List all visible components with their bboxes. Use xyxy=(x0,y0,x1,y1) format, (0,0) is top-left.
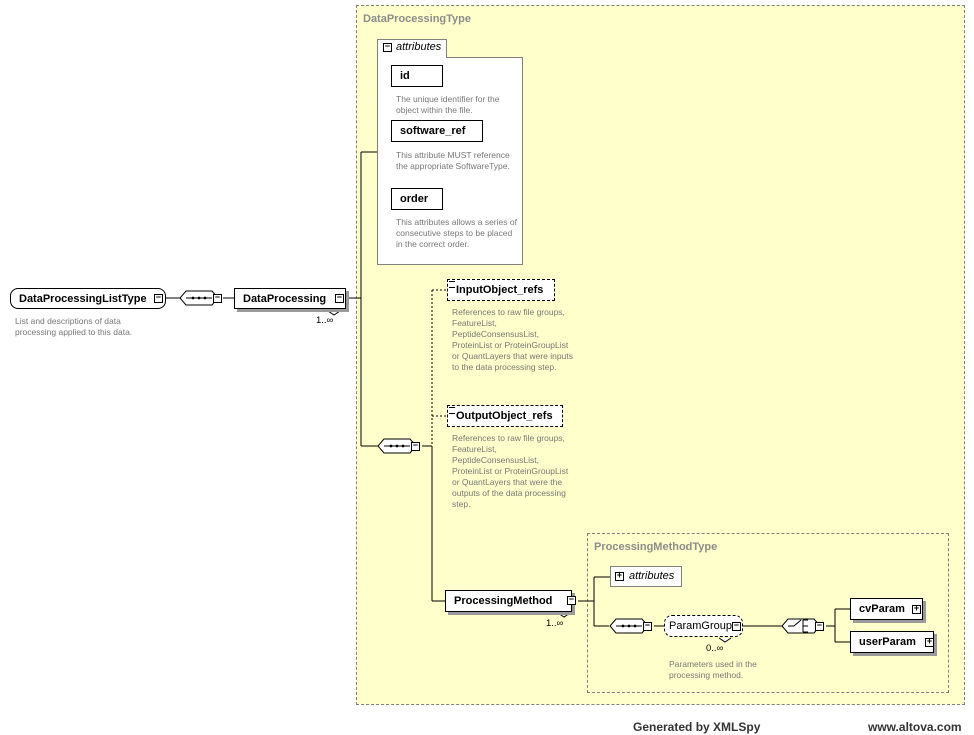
root-collapse-icon[interactable]: − xyxy=(154,293,163,303)
processing-method-element[interactable]: ProcessingMethod xyxy=(445,590,572,612)
param-group-node[interactable]: ParamGroup xyxy=(664,615,743,637)
data-processing-element[interactable]: DataProcessing xyxy=(234,288,346,309)
output-object-refs-description: References to raw file groups, FeatureLi… xyxy=(452,433,569,509)
processing-method-type-title: ProcessingMethodType xyxy=(594,541,718,553)
user-param-expand-icon[interactable]: + xyxy=(925,637,934,647)
attribute-id-description: The unique identifier for the object wit… xyxy=(396,94,500,115)
attribute-id[interactable]: id xyxy=(391,65,443,87)
param-group-description: Parameters used in the processing method… xyxy=(669,659,757,680)
output-object-refs-icon xyxy=(449,407,455,414)
attribute-software-ref-description: This attribute MUST reference the approp… xyxy=(396,150,510,171)
attribute-software-ref[interactable]: software_ref xyxy=(391,120,483,142)
attribute-order[interactable]: order xyxy=(391,188,443,210)
param-group-collapse-icon[interactable]: − xyxy=(732,621,741,631)
attributes-panel xyxy=(377,57,523,265)
sequence-collapse-icon-1[interactable]: − xyxy=(213,293,222,303)
data-processing-cardinality: 1..∞ xyxy=(316,315,334,326)
root-type-node[interactable]: DataProcessingListType xyxy=(10,288,166,309)
generator-label: Generated by XMLSpy xyxy=(633,720,761,734)
data-processing-type-title: DataProcessingType xyxy=(363,13,472,25)
input-object-refs-icon xyxy=(449,281,455,288)
sequence-collapse-icon-3[interactable]: − xyxy=(643,621,652,631)
collapse-icon[interactable]: − xyxy=(383,42,392,52)
processing-method-collapse-icon[interactable]: − xyxy=(567,595,576,605)
root-description: List and descriptions of data processing… xyxy=(15,316,133,337)
cv-param-expand-icon[interactable]: + xyxy=(912,604,921,614)
choice-collapse-icon[interactable]: − xyxy=(815,621,824,631)
inner-attributes-tab[interactable] xyxy=(610,566,682,587)
processing-method-cardinality: 1..∞ xyxy=(546,618,564,629)
user-param-element[interactable]: userParam xyxy=(850,631,934,653)
attributes-label: attributes xyxy=(396,41,442,53)
inner-attributes-label: attributes xyxy=(629,570,675,582)
sequence-collapse-icon-2[interactable]: − xyxy=(411,441,420,451)
attributes-tab[interactable] xyxy=(377,39,447,58)
param-group-cardinality: 0..∞ xyxy=(706,643,724,654)
input-object-refs-description: References to raw file groups, FeatureLi… xyxy=(452,307,573,372)
website-label[interactable]: www.altova.com xyxy=(868,720,962,734)
data-processing-collapse-icon[interactable]: − xyxy=(335,293,344,303)
attribute-order-description: This attributes allows a series of conse… xyxy=(396,217,517,249)
input-object-refs-element[interactable]: InputObject_refs xyxy=(447,279,555,301)
output-object-refs-element[interactable]: OutputObject_refs xyxy=(447,405,563,427)
cv-param-element[interactable]: cvParam xyxy=(850,598,923,620)
expand-icon[interactable]: + xyxy=(615,571,624,581)
